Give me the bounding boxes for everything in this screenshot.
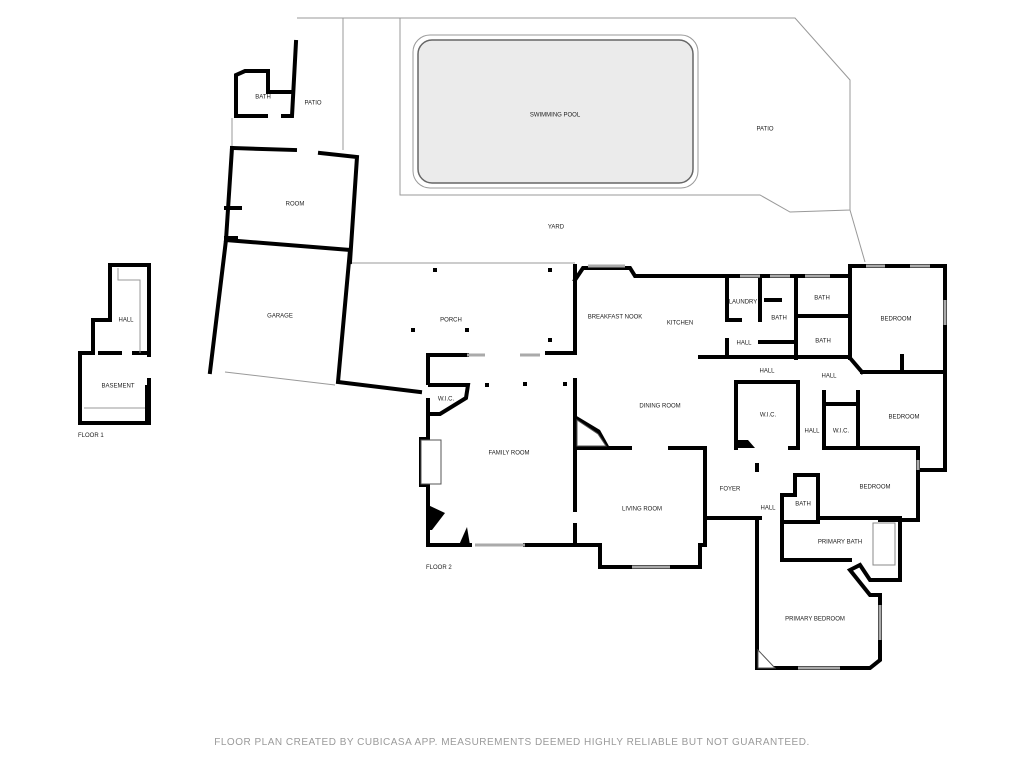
room-family-room: FAMILY ROOM [488,451,529,457]
room-garage: GARAGE [267,314,293,320]
room-bedroom-1: BEDROOM [880,317,911,323]
room-room: ROOM [286,202,305,208]
room-hall-2: HALL [759,369,775,375]
room-swimming-pool: SWIMMING POOL [530,113,581,119]
room-hall-3: HALL [821,374,837,380]
room-bath-3: BATH [815,339,831,345]
disclaimer-footer: FLOOR PLAN CREATED BY CUBICASA APP. MEAS… [214,737,810,748]
room-hall-5: HALL [760,506,776,512]
room-bath-outdoor: BATH [255,95,271,101]
windows [467,264,947,670]
floor-1-label: FLOOR 1 [78,433,104,439]
room-basement: BASEMENT [101,384,134,390]
room-bedroom-2: BEDROOM [888,415,919,421]
outbuilding-walls [207,39,423,395]
room-laundry: LAUNDRY [729,300,758,306]
room-porch: PORCH [440,318,462,324]
room-foyer: FOYER [720,487,741,493]
main-house-walls [419,264,947,670]
room-bath-4: BATH [795,502,811,508]
room-hall-4: HALL [804,429,820,435]
floor-2-label: FLOOR 2 [426,565,452,571]
room-bath-2: BATH [814,296,830,302]
room-patio-left: PATIO [304,101,321,107]
room-breakfast-nook: BREAKFAST NOOK [588,315,643,321]
swimming-pool [417,39,694,184]
room-hall-1: HALL [736,341,752,347]
room-dining-room: DINING ROOM [639,404,680,410]
room-living-room: LIVING ROOM [622,507,662,513]
room-wic-3: W.I.C. [833,429,850,435]
room-wic-1: W.I.C. [438,397,455,403]
room-bedroom-3: BEDROOM [859,485,890,491]
room-yard: YARD [548,225,565,231]
room-primary-bath: PRIMARY BATH [818,540,862,546]
room-hall-floor1: HALL [118,318,134,324]
room-wic-2: W.I.C. [760,413,777,419]
room-kitchen: KITCHEN [667,321,693,327]
room-patio-right: PATIO [756,127,773,133]
porch-posts [411,268,567,387]
room-labels: FLOOR 1 FLOOR 2 HALL BASEMENT BATH PATIO… [78,95,920,623]
room-bath-1: BATH [771,316,787,322]
room-primary-bedroom: PRIMARY BEDROOM [785,617,845,623]
floor-1-walls [78,263,151,425]
